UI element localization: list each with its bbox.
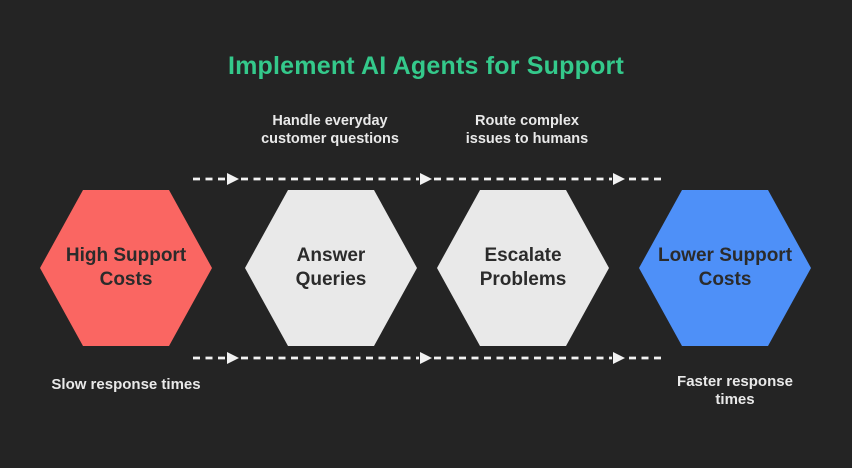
hexagon-lower-support-costs: Lower Support Costs: [639, 190, 811, 346]
hexagon-label: Escalate Problems: [480, 244, 567, 292]
arrowhead-icon: [613, 173, 625, 185]
hexagon-label-line: Costs: [698, 269, 752, 290]
arrowhead-icon: [227, 173, 239, 185]
hexagon-escalate-problems: Escalate Problems: [437, 190, 609, 346]
annotation-line: Route complex: [475, 113, 579, 129]
hexagon-label-line: High Support: [65, 245, 187, 266]
arrowhead-icon: [420, 352, 432, 364]
hexagon-label: Answer Queries: [296, 244, 367, 292]
dashed-arrow-top: [193, 173, 661, 185]
hexagon-label-line: Problems: [479, 269, 567, 290]
annotation-line: issues to humans: [465, 131, 589, 147]
annotation-handle-everyday: Handle everyday customer questions: [230, 112, 430, 148]
hexagon-answer-queries: Answer Queries: [245, 190, 417, 346]
arrowhead-icon: [420, 173, 432, 185]
hexagon-label-line: Lower Support: [657, 245, 793, 266]
annotation-slow-response: Slow response times: [26, 376, 226, 394]
annotation-line: Handle everyday: [272, 113, 388, 129]
annotation-line: Faster response: [677, 373, 793, 390]
diagram-title: Implement AI Agents for Support: [227, 52, 625, 80]
hexagon-label: High Support Costs: [66, 244, 186, 292]
hexagon-label-line: Costs: [99, 269, 153, 290]
annotation-faster-response: Faster response times: [635, 373, 835, 409]
hexagon-label: Lower Support Costs: [658, 244, 792, 292]
hexagon-label-line: Answer: [296, 245, 366, 266]
hexagon-label-line: Escalate: [484, 245, 562, 266]
dashed-arrow-bottom: [193, 352, 661, 364]
annotation-line: customer questions: [261, 131, 399, 147]
annotation-line: Slow response times: [51, 376, 201, 393]
annotation-line: times: [715, 391, 755, 408]
hexagon-label-line: Queries: [295, 269, 367, 290]
arrowhead-icon: [227, 352, 239, 364]
arrowhead-icon: [613, 352, 625, 364]
hexagon-high-support-costs: High Support Costs: [40, 190, 212, 346]
annotation-route-complex: Route complex issues to humans: [427, 112, 627, 148]
